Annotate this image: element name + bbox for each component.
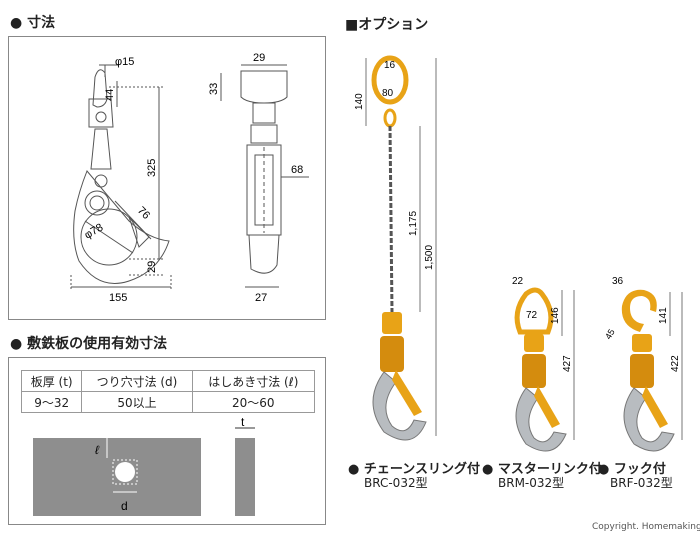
- label-ell: ℓ: [95, 443, 100, 457]
- brm-dim-22: 22: [512, 276, 524, 287]
- dim-side-29: 29: [253, 52, 265, 64]
- brf-dim-45: 45: [603, 327, 617, 341]
- plate-heading: ● 敷鉄板の使用有効寸法: [10, 336, 168, 352]
- table-row: 9〜32 50以上 20〜60: [20, 391, 316, 413]
- options-heading: ■オプション: [345, 17, 429, 33]
- plate-spec-table: 板厚 (t) つり穴寸法 (d) はしあき寸法 (ℓ) 9〜32 50以上 20…: [20, 370, 316, 413]
- brf-dim-36: 36: [612, 276, 624, 287]
- brf-product: [621, 289, 675, 452]
- table-header-row: 板厚 (t) つり穴寸法 (d) はしあき寸法 (ℓ): [20, 370, 316, 392]
- dim-front-29: 29: [146, 261, 158, 273]
- copyright: Copyright. Homemaking: [592, 522, 700, 532]
- table-header-thickness: 板厚 (t): [20, 370, 83, 392]
- dimensions-heading: ● 寸法: [10, 15, 56, 31]
- table-cell-thickness: 9〜32: [20, 391, 83, 413]
- brm-caption: ● マスターリンク付: [482, 462, 602, 477]
- dim-front-78: φ78: [83, 222, 106, 242]
- dim-side-68: 68: [291, 164, 303, 176]
- dim-side-33: 33: [208, 83, 220, 95]
- dim-front-76: 76: [135, 205, 152, 222]
- brc-dim-140: 140: [354, 93, 365, 110]
- brc-product: [371, 55, 427, 441]
- brc-dim-1175: 1,175: [408, 211, 419, 236]
- brc-model: BRC-032型: [364, 476, 428, 490]
- brf-model: BRF-032型: [610, 476, 673, 490]
- dimensions-panel: φ15 44 325 76 φ78 29 155 29 33 68 27: [8, 36, 326, 320]
- brf-dim-422: 422: [670, 355, 681, 372]
- brf-dim-141: 141: [658, 307, 669, 324]
- plate-diagram: ℓ d t: [33, 418, 255, 516]
- brc-dim-16: 16: [384, 60, 396, 71]
- brm-product: [514, 287, 567, 452]
- label-t: t: [241, 418, 245, 429]
- brm-model: BRM-032型: [498, 476, 565, 490]
- table-cell-edge: 20〜60: [191, 391, 316, 413]
- brf-caption: ● フック付: [598, 462, 666, 477]
- dim-front-15: φ15: [115, 56, 134, 68]
- label-d: d: [121, 499, 128, 513]
- brm-dim-427: 427: [562, 355, 573, 372]
- dim-front-155: 155: [109, 292, 127, 304]
- table-cell-hole: 50以上: [81, 391, 193, 413]
- dim-front-44: 44: [104, 89, 116, 101]
- dim-front-325: 325: [146, 159, 158, 177]
- brc-dim-80: 80: [382, 88, 394, 99]
- brc-caption: ● チェーンスリング付: [348, 462, 480, 477]
- options-drawing: 16 80 140 1,175 1,500 22 72 146 427 36 4…: [354, 55, 683, 452]
- brm-dim-72: 72: [526, 310, 538, 321]
- brm-dim-146: 146: [550, 307, 561, 324]
- dim-side-27: 27: [255, 292, 267, 304]
- table-header-edge: はしあき寸法 (ℓ): [191, 370, 316, 392]
- plate-panel: 板厚 (t) つり穴寸法 (d) はしあき寸法 (ℓ) 9〜32 50以上 20…: [8, 357, 326, 525]
- table-header-hole: つり穴寸法 (d): [81, 370, 193, 392]
- dimension-drawing: φ15 44 325 76 φ78 29 155 29 33 68 27: [70, 52, 309, 304]
- brc-dim-1500: 1,500: [424, 245, 435, 270]
